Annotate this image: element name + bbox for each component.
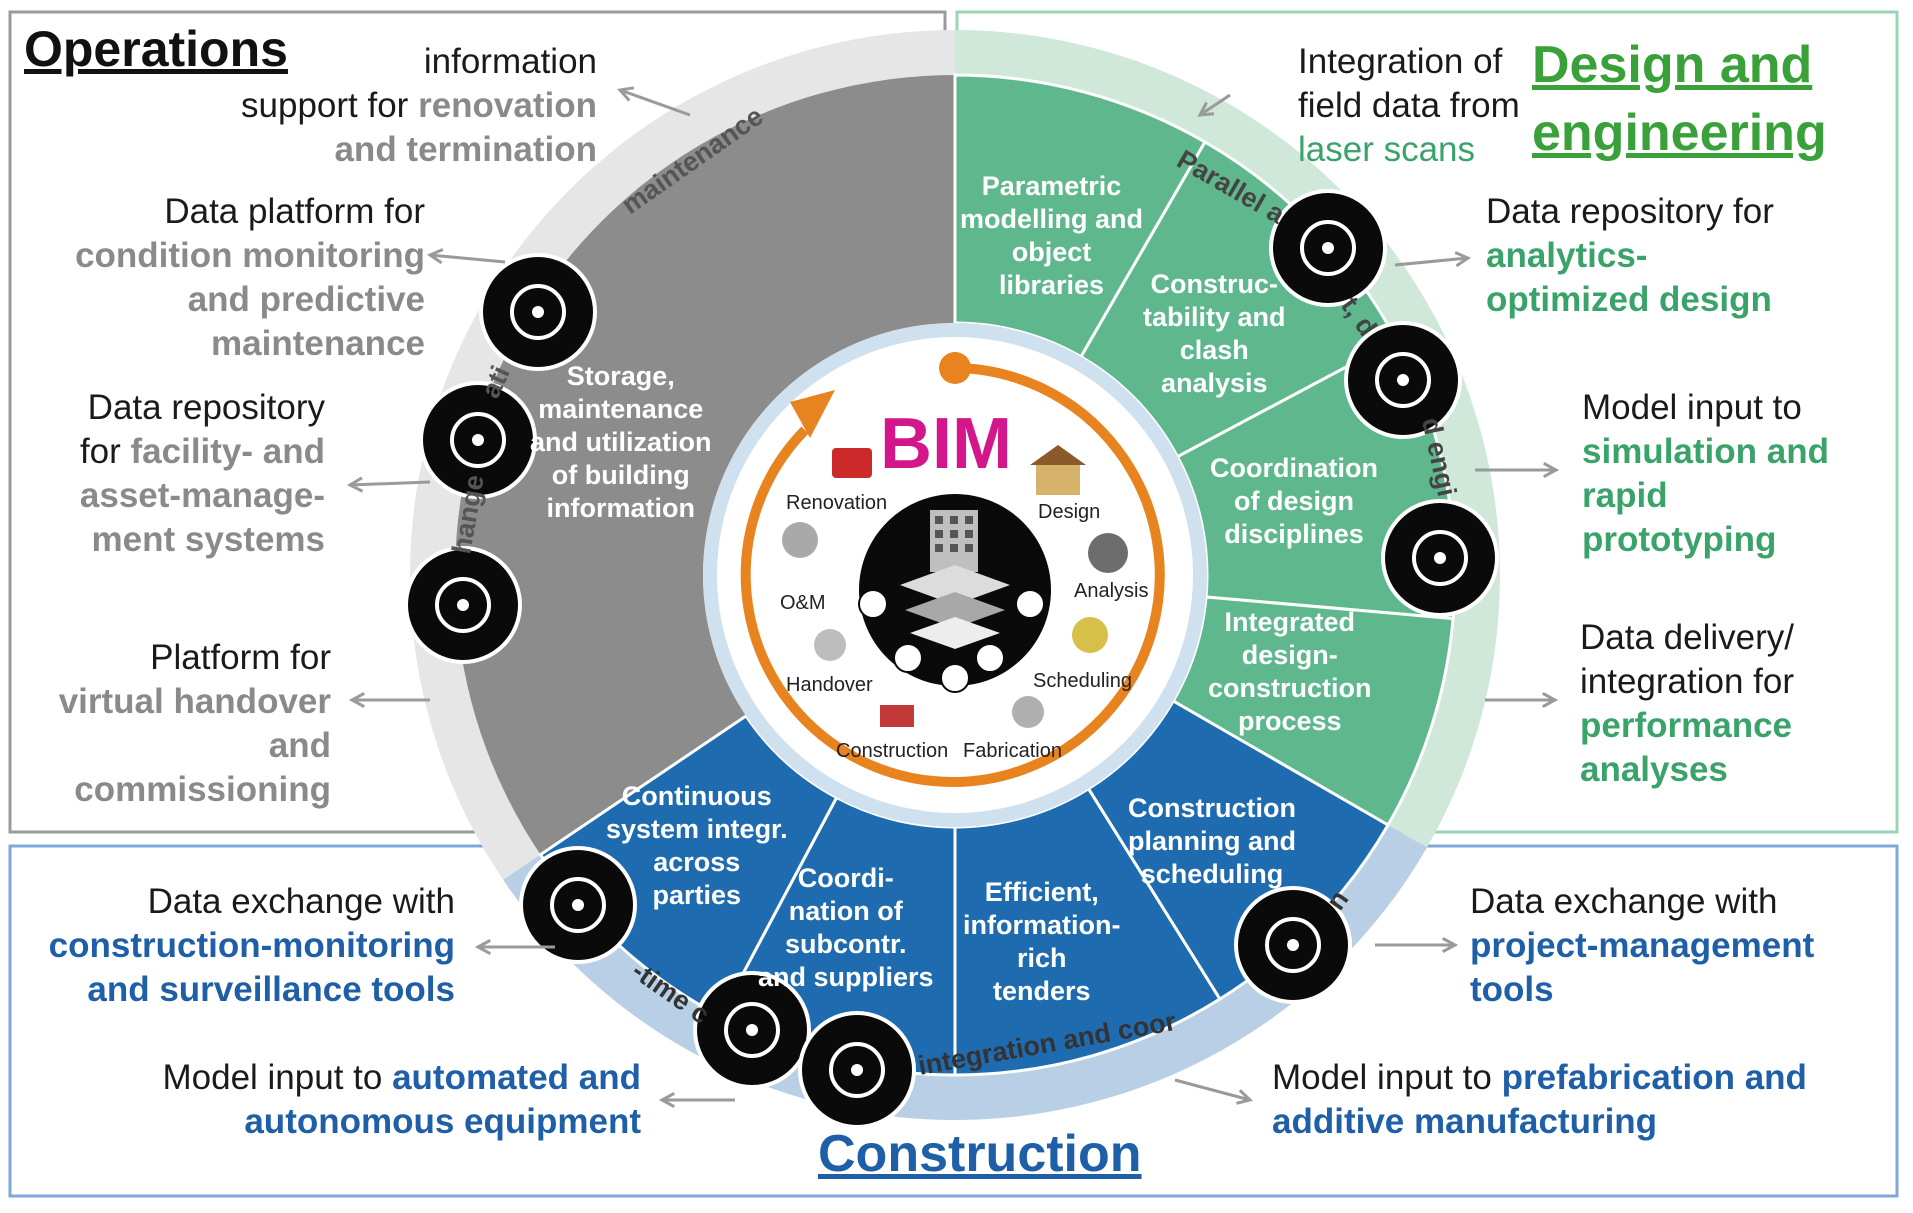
arrow-head xyxy=(1454,251,1472,268)
icon-glyph-dot xyxy=(457,599,469,611)
sensor-network-icon xyxy=(404,546,522,664)
ops-label-condition-monitoring: Data platform for condition monitoring a… xyxy=(75,192,425,363)
wedge-construction-4 xyxy=(1086,698,1391,1002)
phase-om: O&M xyxy=(780,592,826,614)
icon-glyph xyxy=(829,1042,885,1098)
icon-glyph xyxy=(550,877,606,933)
icon-glyph xyxy=(724,1002,780,1058)
icon-glyph-dot xyxy=(1322,242,1334,254)
icon-glyph xyxy=(1412,530,1468,586)
constr-label-prefabrication: Model input to prefabrication and additi… xyxy=(1272,1058,1807,1141)
icon-glyph xyxy=(435,577,491,633)
arrow-head xyxy=(426,248,444,265)
phase-mini-icons xyxy=(782,445,1128,728)
construction-title: Construction xyxy=(818,1125,1142,1183)
arrow-line xyxy=(1394,256,1469,267)
ops-label-renovation: information support for renovation and t… xyxy=(241,42,597,169)
3d-printer-icon xyxy=(798,1011,916,1129)
design-label-analytics: Data repository for analytics- optimized… xyxy=(1486,192,1774,319)
connector-arrows xyxy=(346,86,1560,1109)
sensor-network-icon xyxy=(1381,499,1499,617)
arrow-line xyxy=(1199,93,1231,117)
icon-glyph xyxy=(510,284,566,340)
arrow-head xyxy=(1541,691,1559,709)
phase-analysis: Analysis xyxy=(1074,580,1149,602)
arrow-line xyxy=(619,88,691,117)
icon-glyph-dot xyxy=(746,1024,758,1036)
constr-label-autonomous: Model input to automated and autonomous … xyxy=(162,1058,641,1141)
icon-glyph xyxy=(1375,352,1431,408)
icon-glyph-dot xyxy=(1287,939,1299,951)
icon-glyph xyxy=(1300,220,1356,276)
design-label-simulation: Model input to simulation and rapid prot… xyxy=(1582,388,1829,559)
robot-arm-icon xyxy=(693,971,811,1089)
wedge-operations xyxy=(454,75,955,855)
phase-handover: Handover xyxy=(786,674,873,696)
phase-renovation: Renovation xyxy=(786,492,888,514)
vr-headset-icon xyxy=(519,846,637,964)
cycle-arrowhead xyxy=(790,390,835,438)
phase-scheduling: Scheduling xyxy=(1033,670,1132,692)
construction-worker-icon xyxy=(419,381,537,499)
icon-glyph-dot xyxy=(472,434,484,446)
arrow-line xyxy=(429,253,506,264)
ops-label-facility-management: Data repository for facility- and asset-… xyxy=(79,388,325,559)
drone-icon xyxy=(1234,886,1352,1004)
person-nodes xyxy=(858,589,1045,693)
phase-design: Design xyxy=(1038,501,1101,523)
cycle-arrow xyxy=(740,363,1165,787)
icon-glyph-dot xyxy=(1397,374,1409,386)
icon-glyph xyxy=(1265,917,1321,973)
building-icon xyxy=(900,510,1010,649)
phase-construction: Construction xyxy=(836,740,949,762)
wedge-construction-1 xyxy=(538,713,839,1019)
arrow-head xyxy=(658,1091,676,1109)
constr-label-project-management: Data exchange with project-management to… xyxy=(1470,882,1815,1009)
design-title-line1: Design and xyxy=(1532,36,1813,94)
phase-fabrication: Fabrication xyxy=(963,740,1062,762)
icon-discs xyxy=(404,189,1499,1129)
arrow-line xyxy=(1174,1078,1251,1102)
constr-label-monitoring: Data exchange with construction-monitori… xyxy=(48,882,455,1009)
cycle-dot xyxy=(939,352,971,384)
design-label-laser-scans: Integration of field data from laser sca… xyxy=(1298,42,1520,169)
arrow-head xyxy=(1236,1089,1254,1105)
icon-glyph-dot xyxy=(851,1064,863,1076)
design-label-performance: Data delivery/ integration for performan… xyxy=(1580,618,1795,789)
operations-title: Operations xyxy=(24,21,288,77)
arrow-head xyxy=(474,938,492,956)
segments xyxy=(454,73,1457,1077)
monitor-icon xyxy=(1344,321,1462,439)
arrow-head xyxy=(1542,461,1560,479)
laser-scanner-icon xyxy=(1269,189,1387,307)
icon-glyph xyxy=(450,412,506,468)
arrow-head xyxy=(617,86,635,102)
icon-glyph-dot xyxy=(572,899,584,911)
icon-glyph-dot xyxy=(1434,552,1446,564)
arrow-head xyxy=(1197,101,1215,117)
design-title-line2: engineering xyxy=(1532,104,1827,162)
waveform-icon xyxy=(479,253,597,371)
arrow-head xyxy=(348,691,366,709)
icon-glyph-dot xyxy=(532,306,544,318)
arrow-line xyxy=(349,480,431,487)
arrow-head xyxy=(1441,936,1459,954)
arrow-head xyxy=(346,476,364,493)
bim-label: BIM xyxy=(880,404,1012,484)
ops-label-virtual-handover: Platform for virtual handover and commis… xyxy=(58,638,331,809)
segment-subcontractors: Coordi-nation of subcontr.and suppliers xyxy=(758,863,934,992)
